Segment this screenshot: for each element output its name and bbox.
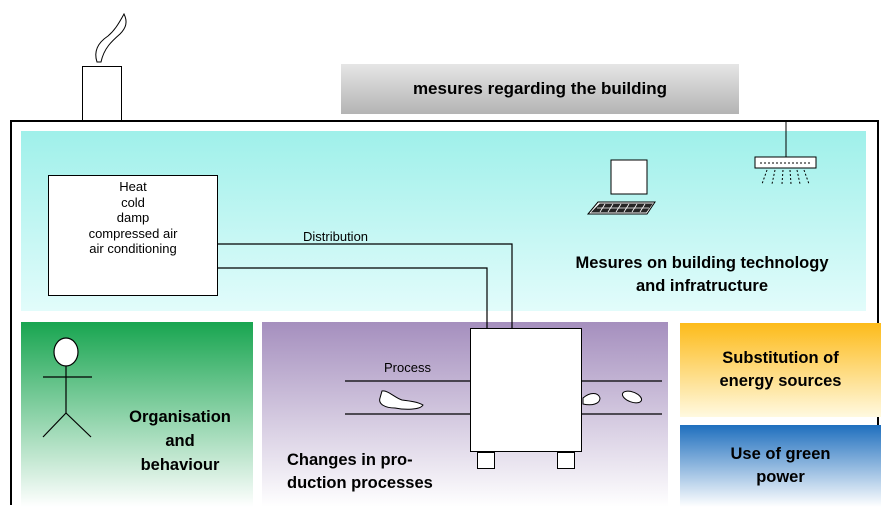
substitution-panel: Substitution of energy sources xyxy=(680,323,881,417)
building-measures-banner: mesures regarding the building xyxy=(341,64,739,114)
distribution-label: Distribution xyxy=(303,229,369,244)
source-heat: Heat xyxy=(119,179,147,194)
source-damp: damp xyxy=(116,210,150,225)
machine-foot-right xyxy=(557,452,575,469)
production-machine xyxy=(470,328,582,452)
production-label-line2: duction processes xyxy=(287,474,433,492)
substitution-label-line1: Substitution of xyxy=(722,349,839,367)
organisation-label-line3: behaviour xyxy=(140,456,220,474)
smoke-icon xyxy=(95,12,127,63)
keyboard-icon xyxy=(586,201,656,215)
distribution-pipes xyxy=(218,243,513,328)
source-compressed-air: compressed air xyxy=(88,225,178,241)
process-label: Process xyxy=(384,360,431,375)
green-power-panel: Use of green power xyxy=(680,425,881,507)
organisation-label: Organisation and behaviour xyxy=(95,405,265,477)
stick-figure-icon xyxy=(42,337,92,438)
computer-icon xyxy=(610,159,648,195)
building-technology-title: Mesures on building technology and infra… xyxy=(520,252,881,298)
organisation-label-line2: and xyxy=(165,432,195,450)
production-label-line1: Changes in pro- xyxy=(287,451,413,469)
machine-foot-left xyxy=(477,452,495,469)
substitution-label-line2: energy sources xyxy=(719,372,842,390)
source-air-conditioning: air conditioning xyxy=(89,241,177,256)
organisation-label-line1: Organisation xyxy=(129,408,231,426)
workpiece-icon xyxy=(379,390,643,410)
energy-source-box: Heat cold damp compressed air air condit… xyxy=(48,175,218,296)
banner-title: mesures regarding the building xyxy=(412,79,668,98)
ceiling-lamp-icon xyxy=(754,120,817,185)
production-label: Changes in pro- duction processes xyxy=(287,449,467,495)
conveyor-lines xyxy=(345,380,662,415)
green-power-label-line2: power xyxy=(756,468,805,486)
building-technology-title-line2: and infratructure xyxy=(635,277,769,295)
source-cold: cold xyxy=(121,194,145,210)
chimney xyxy=(82,66,122,122)
building-technology-title-line1: Mesures on building technology xyxy=(575,254,829,272)
green-power-label-line1: Use of green xyxy=(730,445,831,463)
